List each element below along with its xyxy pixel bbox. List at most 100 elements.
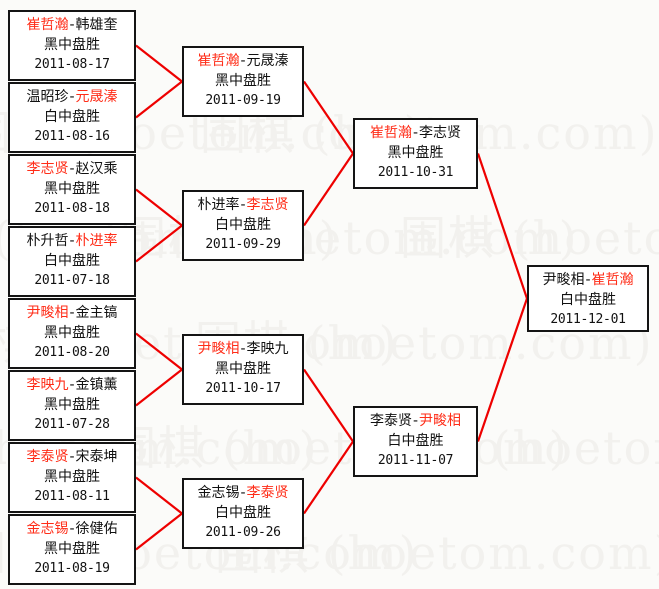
connector-round-1-5	[135, 332, 183, 371]
match-box-round-1-6[interactable]: 李映九-金镇薰黑中盘胜 2011-07-28	[8, 370, 136, 441]
player-separator: -	[240, 485, 246, 501]
match-box-round-2-2[interactable]: 朴进率-李志贤白中盘胜 2011-09-29	[182, 190, 304, 261]
connector-round-2-3	[303, 368, 354, 443]
match-result: 白中盘胜	[44, 109, 100, 125]
match-players: 李志贤-赵汉乘	[10, 159, 134, 179]
match-players: 崔哲瀚-李志贤	[355, 123, 476, 143]
player-separator: -	[69, 233, 75, 249]
match-result: 黑中盘胜	[44, 469, 100, 485]
connector-round-1-1	[135, 44, 183, 83]
player-left: 崔哲瀚	[197, 53, 240, 69]
player-right: 崔哲瀚	[591, 272, 634, 288]
match-result: 黑中盘胜	[44, 181, 100, 197]
match-date: 2011-10-17	[205, 381, 281, 396]
match-box-round-1-1[interactable]: 崔哲瀚-韩雄奎黑中盘胜 2011-08-17	[8, 10, 136, 81]
connector-round-2-1	[303, 80, 354, 155]
match-box-round-1-4[interactable]: 朴升哲-朴进率白中盘胜 2011-07-18	[8, 226, 136, 297]
player-right: 徐健佑	[75, 521, 118, 537]
watermark-text: 围棋 (hoetom.com)	[110, 421, 569, 475]
match-players: 尹畯相-崔哲瀚	[529, 270, 647, 290]
player-left: 尹畯相	[26, 305, 69, 321]
match-result: 白中盘胜	[44, 253, 100, 269]
match-date: 2011-10-31	[377, 165, 454, 180]
player-right: 韩雄奎	[75, 17, 118, 33]
match-result: 黑中盘胜	[44, 325, 100, 341]
connector-round-3-2	[476, 298, 529, 442]
match-players: 崔哲瀚-韩雄奎	[10, 15, 134, 35]
match-result: 白中盘胜	[560, 292, 616, 308]
match-box-round-3-2[interactable]: 李泰贤-尹畯相白中盘胜 2011-11-07	[353, 406, 478, 477]
match-players: 尹畯相-李映九	[184, 339, 302, 359]
match-box-round-2-1[interactable]: 崔哲瀚-元晟溱黑中盘胜 2011-09-19	[182, 46, 304, 117]
player-left: 朴升哲	[26, 233, 69, 249]
player-right: 朴进率	[75, 233, 118, 249]
match-date: 2011-09-29	[205, 237, 281, 252]
player-separator: -	[69, 89, 75, 105]
match-date: 2011-07-28	[34, 417, 110, 432]
match-players: 崔哲瀚-元晟溱	[184, 51, 302, 71]
connector-round-1-2	[135, 80, 183, 119]
match-result: 白中盘胜	[215, 217, 271, 233]
match-box-round-2-3[interactable]: 尹畯相-李映九黑中盘胜 2011-10-17	[182, 334, 304, 405]
player-left: 李志贤	[26, 161, 69, 177]
match-box-round-1-3[interactable]: 李志贤-赵汉乘黑中盘胜 2011-08-18	[8, 154, 136, 225]
match-players: 李泰贤-宋泰坤	[10, 447, 134, 467]
player-left: 尹畯相	[542, 272, 585, 288]
player-left: 金志锡	[197, 485, 240, 501]
match-players: 朴升哲-朴进率	[10, 231, 134, 251]
player-left: 李映九	[26, 377, 69, 393]
match-date: 2011-11-07	[377, 453, 454, 468]
connector-round-1-7	[135, 476, 183, 515]
match-date: 2011-09-19	[205, 93, 281, 108]
player-separator: -	[240, 341, 246, 357]
player-left: 崔哲瀚	[26, 17, 69, 33]
match-date: 2011-08-17	[34, 57, 110, 72]
player-left: 温昭珍	[26, 89, 69, 105]
player-right: 李志贤	[246, 197, 289, 213]
player-left: 李泰贤	[26, 449, 69, 465]
match-result: 黑中盘胜	[215, 361, 271, 377]
player-left: 崔哲瀚	[369, 125, 412, 141]
connector-round-1-3	[135, 188, 183, 227]
match-players: 尹畯相-金主镐	[10, 303, 134, 323]
match-players: 金志锡-徐健佑	[10, 519, 134, 539]
player-separator: -	[69, 17, 75, 33]
player-left: 朴进率	[197, 197, 240, 213]
player-separator: -	[69, 449, 75, 465]
match-box-round-2-4[interactable]: 金志锡-李泰贤白中盘胜 2011-09-26	[182, 478, 304, 549]
player-separator: -	[69, 377, 75, 393]
match-date: 2011-09-26	[205, 525, 281, 540]
match-date: 2011-08-16	[34, 129, 110, 144]
match-box-round-4-1[interactable]: 尹畯相-崔哲瀚白中盘胜 2011-12-01	[527, 265, 649, 332]
player-right: 宋泰坤	[75, 449, 118, 465]
player-separator: -	[240, 53, 246, 69]
player-separator: -	[585, 272, 591, 288]
player-separator: -	[69, 521, 75, 537]
match-result: 黑中盘胜	[44, 37, 100, 53]
connector-round-2-4	[303, 440, 354, 515]
match-result: 黑中盘胜	[44, 397, 100, 413]
watermark-text: 围棋 (hoetom.com)	[400, 211, 659, 265]
match-result: 黑中盘胜	[215, 73, 271, 89]
match-result: 白中盘胜	[387, 433, 444, 449]
player-right: 李志贤	[419, 125, 462, 141]
match-date: 2011-08-18	[34, 201, 110, 216]
player-right: 李映九	[246, 341, 289, 357]
match-players: 温昭珍-元晟溱	[10, 87, 134, 107]
match-players: 李泰贤-尹畯相	[355, 411, 476, 431]
match-players: 李映九-金镇薰	[10, 375, 134, 395]
match-date: 2011-07-18	[34, 273, 110, 288]
player-separator: -	[412, 413, 419, 429]
match-box-round-1-2[interactable]: 温昭珍-元晟溱白中盘胜 2011-08-16	[8, 82, 136, 153]
match-date: 2011-12-01	[550, 312, 626, 327]
connector-round-1-6	[135, 368, 183, 407]
player-separator: -	[240, 197, 246, 213]
player-left: 李泰贤	[369, 413, 412, 429]
match-result: 白中盘胜	[215, 505, 271, 521]
player-right: 金主镐	[75, 305, 118, 321]
player-right: 李泰贤	[246, 485, 289, 501]
